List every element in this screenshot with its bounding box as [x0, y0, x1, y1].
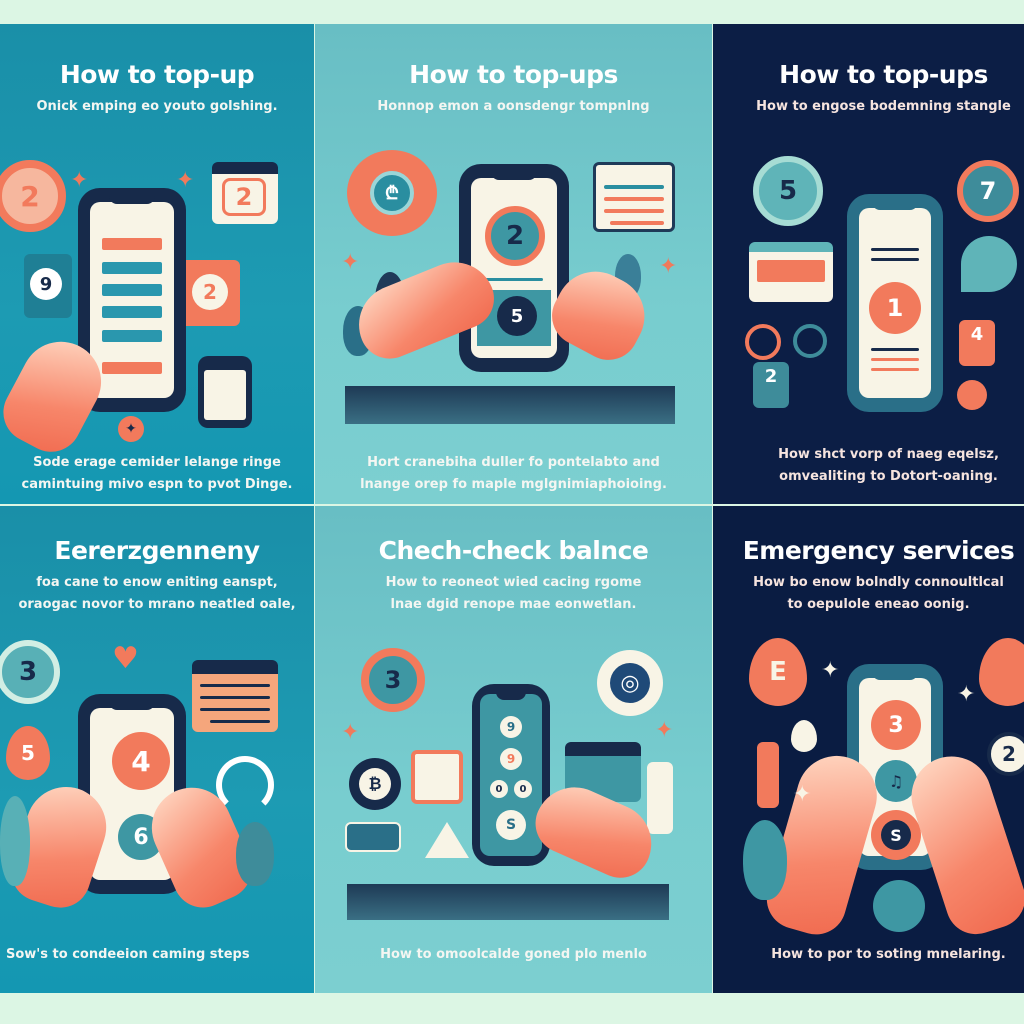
check-balance-illustration: 3 ◎ ₿ 9 9 0 0 S: [315, 626, 712, 920]
smartphone-icon: 1: [847, 194, 943, 412]
panel-footer-line: Sode erage cemider lelange ringe: [33, 455, 281, 470]
panel-footer-line: camintuing mivo espn to pvot Dinge.: [21, 477, 293, 492]
sparkle-icon: ✦: [341, 250, 360, 275]
bookmark-icon: [647, 762, 673, 834]
smartphone-icon: 3 ♫ S: [847, 664, 943, 870]
panel-title: How to top-ups: [409, 60, 618, 89]
panel-footer: How to por to soting mnelaring.: [771, 947, 1006, 962]
wifi-signal-icon: [216, 756, 274, 814]
browser-window-icon: [192, 660, 278, 732]
drop-icon: 5: [6, 726, 50, 780]
panel-footer: Sow's to condeeion caming steps: [6, 947, 250, 962]
sparkle-icon: ✦: [659, 254, 678, 279]
speech-bubble-icon: [961, 236, 1017, 292]
panel-subtitle: to oepulole eneao oonig.: [787, 597, 970, 612]
panel-footer-line: How shct vorp of naeg eqelsz,: [778, 447, 999, 462]
sparkle-icon: ✦: [341, 720, 360, 745]
panel-footer-line: omvealiting to Dotort-oaning.: [779, 469, 998, 484]
number-badge-icon: 7: [957, 160, 1019, 222]
panel-top-ups-dark: How to top-ups How to engose bodemning s…: [713, 24, 1024, 504]
sparkle-button-icon: ✦: [118, 416, 144, 442]
panel-footer-line: lnange orep fo maple mglgnimiaphoioing.: [360, 477, 667, 492]
panel-subtitle: How bo enow bolndly connoultlcal: [753, 575, 1004, 590]
browser-window-icon: 2: [212, 162, 278, 224]
panel-title: How to top-up: [59, 60, 255, 89]
number-badge-icon: 2: [987, 732, 1024, 776]
panel-title: Eererzgenneny: [54, 536, 260, 565]
number-badge-icon: 5: [753, 156, 823, 226]
sparkle-icon: ✦: [655, 718, 674, 743]
sparkle-icon: ✦: [70, 168, 89, 193]
number-tag-icon: 4: [959, 320, 995, 366]
receipt-icon: [411, 750, 463, 804]
browser-window-icon: [593, 162, 675, 232]
drop-icon: [791, 720, 817, 752]
number-badge-icon: 3: [0, 640, 60, 704]
drop-icon: E: [749, 638, 807, 706]
panel-top-ups: How to top-ups Honnop emon a oonsdengr t…: [315, 24, 712, 504]
spiral-icon: [957, 380, 987, 410]
globe-chat-icon: ◎: [597, 650, 663, 716]
panel-subtitle: lnae dgid renope mae eonwetlan.: [390, 597, 637, 612]
desk-surface: [347, 884, 669, 920]
panel-emergency-services: Emergency services How bo enow bolndly c…: [713, 506, 1024, 993]
sparkle-icon: ✦: [821, 658, 840, 683]
top-up-illustration: 2 2 9 2: [0, 134, 314, 463]
drop-icon: [979, 638, 1024, 706]
top-ups-illustration: ₾ 2 5 ✦: [315, 134, 712, 434]
coin-icon: ₿: [349, 758, 401, 810]
number-badge-icon: 2: [0, 160, 66, 232]
notification-card-icon: 2: [180, 260, 240, 326]
panel-subtitle: Honnop emon a oonsdengr tompnlng: [377, 99, 650, 114]
warning-triangle-icon: [425, 822, 469, 858]
panel-subtitle: How to reoneot wied cacing rgome: [385, 575, 642, 590]
number-tag-icon: 2: [753, 362, 789, 408]
smartphone-icon: 9 9 0 0 S: [472, 684, 550, 866]
panel-title: How to top-ups: [779, 60, 988, 89]
emergency-services-illustration: E 2 3 ♫ S ✦ ✦ ✦: [713, 624, 1024, 942]
id-card-icon: [749, 242, 833, 302]
panel-check-balance: Chech-check balnce How to reoneot wied c…: [315, 506, 712, 993]
sparkle-icon: ✦: [176, 168, 195, 193]
panel-footer-line: Hort cranebiha duller fo pontelabto and: [367, 455, 660, 470]
target-icon: [745, 324, 781, 360]
panel-footer: How to omoolcalde goned plo menlo: [380, 947, 647, 962]
panel-title: Emergency services: [742, 536, 1015, 565]
smartphone-icon: [78, 188, 186, 412]
panel-subtitle: foa cane to enow eniting eanspt,: [36, 575, 278, 590]
battery-icon: [757, 742, 779, 808]
tree-icon: [743, 820, 787, 900]
panel-emergency: Eererzgenneny foa cane to enow eniting e…: [0, 506, 314, 993]
top-ups-dark-illustration: 5 7 1 2 4: [713, 134, 1024, 434]
chat-bubble-icon: 9: [24, 254, 72, 318]
tree-icon: [0, 796, 30, 886]
panel-subtitle: How to engose bodemning stangle: [756, 99, 1011, 114]
infographic-grid: How to top-up Onick emping eo youto gols…: [0, 24, 1024, 993]
credit-card-icon: [345, 822, 401, 852]
small-phone-icon: [198, 356, 252, 428]
panel-title: Chech-check balnce: [378, 536, 649, 565]
number-badge-icon: 3: [361, 648, 425, 712]
panel-top-up: How to top-up Onick emping eo youto gols…: [0, 24, 314, 504]
spiral-icon: [793, 324, 827, 358]
leaf-icon: [236, 822, 274, 886]
desk-surface: [345, 386, 675, 424]
coin-icon: ₾: [347, 150, 437, 236]
sparkle-icon: ✦: [957, 682, 976, 707]
sparkle-icon: ✦: [793, 782, 812, 807]
heart-icon: ♥: [112, 641, 139, 676]
emergency-illustration: 3 5 ♥ 4 6: [0, 626, 314, 918]
panel-subtitle: Onick emping eo youto golshing.: [36, 99, 278, 114]
emergency-icon: ♫: [875, 760, 917, 802]
pattern-circle-icon: [873, 880, 925, 932]
panel-subtitle: oraogac novor to mrano neatled oale,: [18, 597, 296, 612]
